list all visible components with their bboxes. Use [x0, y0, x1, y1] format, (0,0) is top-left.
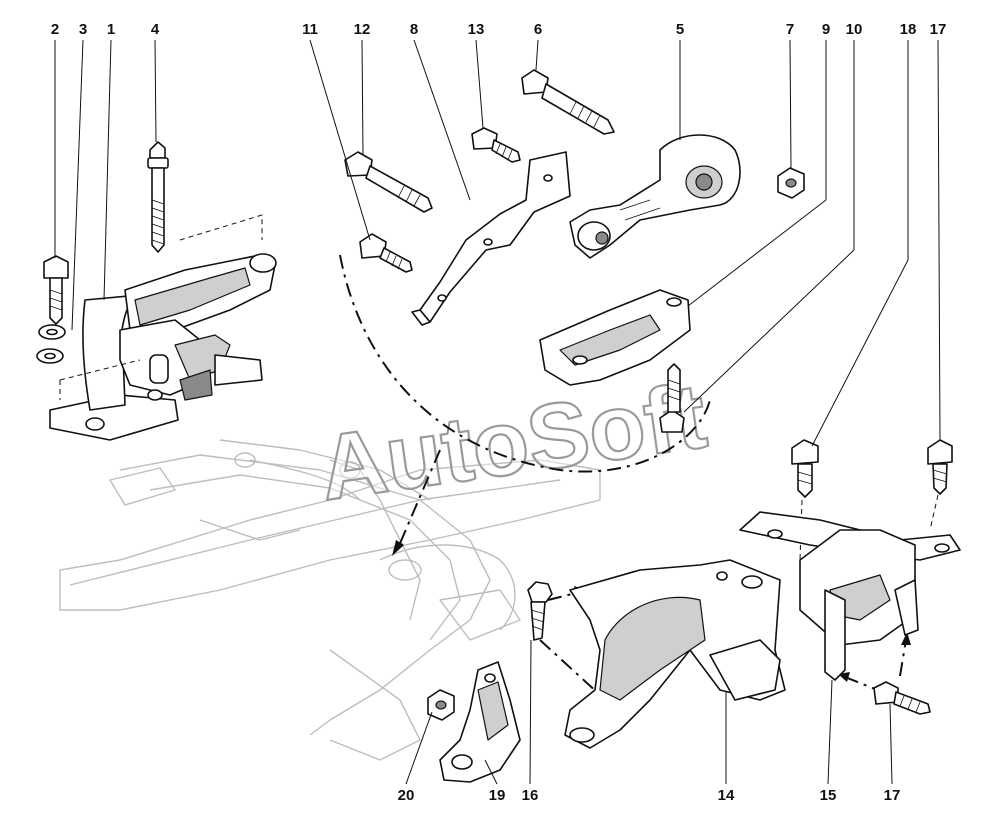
- bolt-2: [43, 255, 69, 325]
- washer-3-upper: [38, 324, 66, 340]
- nut-20: [427, 689, 455, 721]
- callout-10: 10: [846, 21, 863, 38]
- callout-15: 15: [820, 787, 837, 804]
- bolt17-arrowhead-2: [901, 632, 911, 645]
- callout-14: 14: [718, 787, 735, 804]
- callout-13: 13: [468, 21, 485, 38]
- bracket-19: [439, 661, 521, 783]
- mount-bracket-15: [739, 511, 961, 681]
- bolt-11: [359, 233, 413, 273]
- callout-17-top: 17: [930, 21, 947, 38]
- left-engine-mount: [49, 214, 277, 441]
- callout-9: 9: [822, 21, 830, 38]
- bolt-13: [471, 127, 521, 163]
- bolt-12: [344, 151, 433, 213]
- bolt-17-top: [927, 439, 953, 495]
- gearbox-mount-14: [564, 559, 786, 749]
- callout-11: 11: [302, 21, 318, 38]
- bolt-16: [527, 581, 553, 641]
- bracket-9: [539, 289, 691, 386]
- watermark-text: AutoSoft: [313, 365, 712, 520]
- callout-2: 2: [51, 21, 59, 38]
- assembly-arc: [339, 254, 711, 473]
- assembly-arrow-line: [397, 449, 441, 549]
- bolt17-guide: [929, 494, 939, 531]
- bolt-6: [521, 69, 615, 135]
- callout-8: 8: [410, 21, 418, 38]
- callout-4: 4: [151, 21, 160, 38]
- washer-3-lower: [36, 348, 64, 364]
- bolt-10: [659, 363, 685, 433]
- callout-5: 5: [676, 21, 684, 38]
- torque-rod-5: [569, 134, 741, 259]
- subframe-ghost: [59, 439, 601, 761]
- callout-20: 20: [398, 787, 415, 804]
- callout-labels: 2 3 1 4 11 12 8 13 6 5 7 9 10 18 17 20 1…: [51, 21, 947, 804]
- assembly-arrowhead: [392, 540, 404, 556]
- bolt16-arrow-line-1: [547, 591, 581, 601]
- bolt16-arrow-line-2: [539, 639, 601, 696]
- callout-16: 16: [522, 787, 539, 804]
- callout-1: 1: [107, 21, 115, 38]
- callout-6: 6: [534, 21, 542, 38]
- callout-3: 3: [79, 21, 87, 38]
- bolt17-arrow-line-2: [899, 639, 907, 677]
- callout-19: 19: [489, 787, 506, 804]
- bolt-4: [147, 141, 169, 253]
- bolt-17-bottom: [873, 681, 931, 715]
- nut-7: [777, 167, 805, 199]
- callout-7: 7: [786, 21, 794, 38]
- leader-lines: [54, 39, 941, 785]
- bolt-18: [791, 439, 819, 498]
- callout-12: 12: [354, 21, 371, 38]
- bracket-8: [411, 151, 571, 326]
- callout-18: 18: [900, 21, 917, 38]
- callout-17-bottom: 17: [884, 787, 901, 804]
